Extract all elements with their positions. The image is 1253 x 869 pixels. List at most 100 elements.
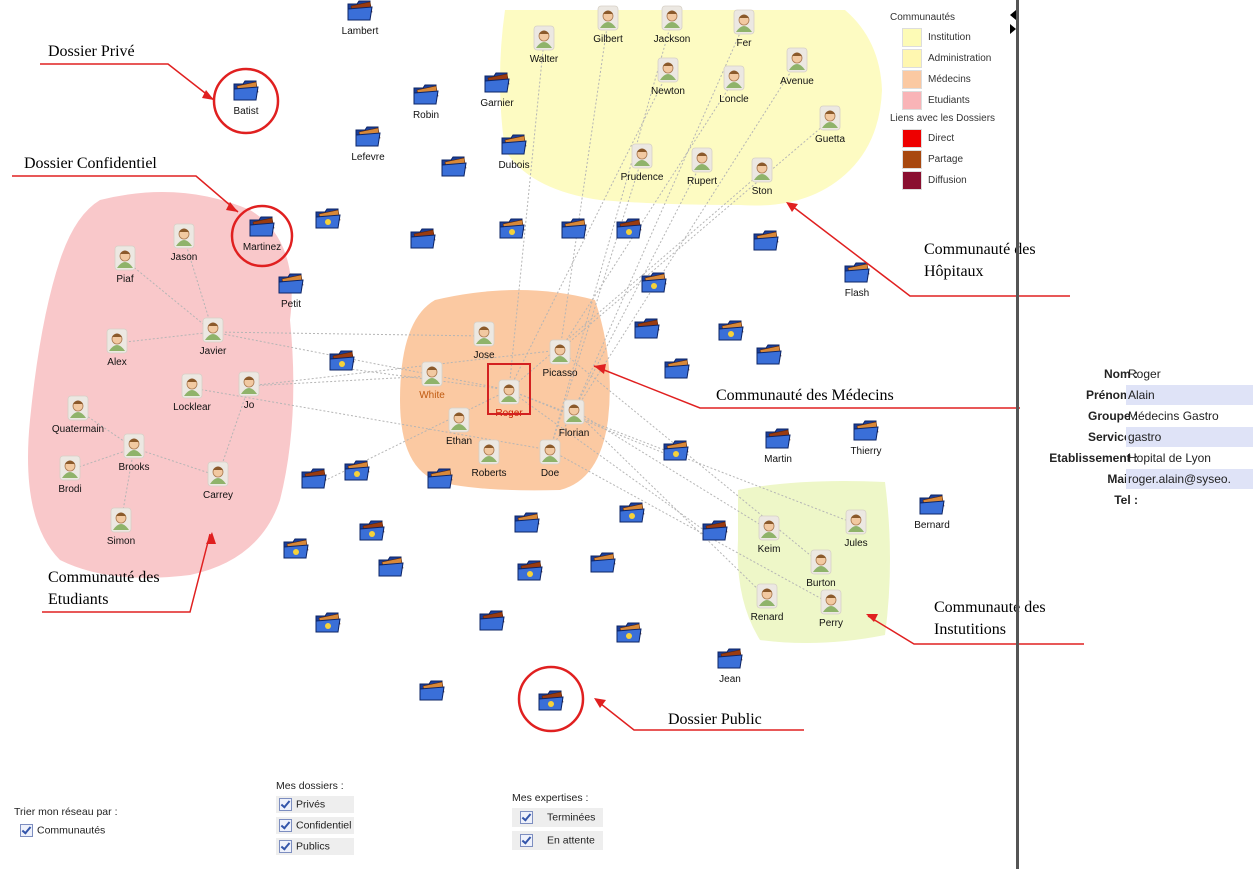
folder-node[interactable] bbox=[514, 512, 540, 533]
person-rupert[interactable]: Rupert bbox=[687, 147, 717, 187]
folder-node[interactable] bbox=[702, 520, 728, 541]
person-picasso[interactable]: Picasso bbox=[542, 339, 578, 379]
person-gilbert[interactable]: Gilbert bbox=[593, 5, 623, 45]
person-renard[interactable]: Renard bbox=[751, 583, 784, 623]
folder-node[interactable] bbox=[561, 218, 587, 239]
prives-checkbox[interactable]: Privés bbox=[276, 796, 355, 813]
folder-node[interactable] bbox=[410, 228, 436, 249]
folder-node[interactable] bbox=[538, 690, 564, 711]
collapse-right-icon[interactable] bbox=[1010, 24, 1016, 34]
en-attente-checkbox[interactable]: En attente bbox=[512, 831, 604, 850]
publics-checkbox[interactable]: Publics bbox=[276, 838, 355, 855]
folder-node[interactable] bbox=[641, 272, 667, 293]
person-javier[interactable]: Javier bbox=[200, 317, 227, 357]
person-keim[interactable]: Keim bbox=[758, 515, 781, 555]
person-simon[interactable]: Simon bbox=[107, 507, 135, 547]
folder-label: Batist bbox=[233, 106, 258, 117]
person-jason[interactable]: Jason bbox=[171, 223, 198, 263]
person-jose[interactable]: Jose bbox=[473, 321, 495, 361]
folder-node[interactable] bbox=[419, 680, 445, 701]
person-avenue[interactable]: Avenue bbox=[780, 47, 814, 87]
folder-node[interactable] bbox=[427, 468, 453, 489]
person-loncle[interactable]: Loncle bbox=[719, 65, 749, 105]
folder-node[interactable] bbox=[718, 320, 744, 341]
folder-node[interactable] bbox=[663, 440, 689, 461]
collapse-left-icon[interactable] bbox=[1010, 10, 1016, 20]
folder-node[interactable] bbox=[634, 318, 660, 339]
person-fer[interactable]: Fer bbox=[733, 9, 755, 49]
person-carrey[interactable]: Carrey bbox=[203, 461, 233, 501]
person-walter[interactable]: Walter bbox=[530, 25, 559, 65]
person-ethan[interactable]: Ethan bbox=[446, 407, 472, 447]
panel-splitter[interactable] bbox=[1016, 0, 1019, 869]
folder-node[interactable] bbox=[359, 520, 385, 541]
folder-batist[interactable]: Batist bbox=[233, 80, 259, 117]
checkbox-checked-icon[interactable] bbox=[520, 834, 533, 847]
person-newton[interactable]: Newton bbox=[651, 57, 685, 97]
folder-garnier[interactable]: Garnier bbox=[480, 72, 514, 109]
folder-node[interactable] bbox=[619, 502, 645, 523]
folder-jean[interactable]: Jean bbox=[717, 648, 743, 685]
person-locklear[interactable]: Locklear bbox=[173, 373, 212, 413]
legend-swatch bbox=[902, 171, 922, 190]
person-white[interactable]: White bbox=[419, 361, 445, 401]
folder-node[interactable] bbox=[756, 344, 782, 365]
folder-node[interactable] bbox=[378, 556, 404, 577]
person-piaf[interactable]: Piaf bbox=[114, 245, 136, 285]
folder-node[interactable] bbox=[441, 156, 467, 177]
folder-node[interactable] bbox=[315, 208, 341, 229]
person-alex[interactable]: Alex bbox=[106, 328, 128, 368]
person-guetta[interactable]: Guetta bbox=[815, 105, 845, 145]
avatar-hair-icon bbox=[816, 554, 826, 558]
person-jackson[interactable]: Jackson bbox=[654, 5, 691, 45]
folder-lefevre[interactable]: Lefevre bbox=[351, 126, 385, 163]
person-prudence[interactable]: Prudence bbox=[621, 143, 664, 183]
person-doe[interactable]: Doe bbox=[539, 439, 561, 479]
person-jo[interactable]: Jo bbox=[238, 371, 260, 411]
folder-node[interactable] bbox=[301, 468, 327, 489]
folder-lambert[interactable]: Lambert bbox=[342, 0, 379, 37]
checkbox-checked-icon[interactable] bbox=[279, 819, 292, 832]
folder-node[interactable] bbox=[344, 460, 370, 481]
folder-front-icon bbox=[347, 6, 373, 21]
folder-node[interactable] bbox=[517, 560, 543, 581]
checkbox-checked-icon[interactable] bbox=[20, 824, 33, 837]
folder-node[interactable] bbox=[616, 218, 642, 239]
folder-node[interactable] bbox=[283, 538, 309, 559]
folder-node[interactable] bbox=[590, 552, 616, 573]
person-perry[interactable]: Perry bbox=[819, 589, 843, 629]
folder-robin[interactable]: Robin bbox=[413, 84, 439, 121]
person-brooks[interactable]: Brooks bbox=[118, 433, 150, 473]
folder-bernard[interactable]: Bernard bbox=[914, 494, 950, 531]
person-roberts[interactable]: Roberts bbox=[471, 439, 507, 479]
person-quatermain[interactable]: Quatermain bbox=[52, 395, 104, 435]
folder-node[interactable] bbox=[753, 230, 779, 251]
checkbox-checked-icon[interactable] bbox=[520, 811, 533, 824]
annotation-etudiants-line1: Communauté des bbox=[48, 569, 160, 586]
folder-flash[interactable]: Flash bbox=[844, 262, 870, 299]
folder-node[interactable] bbox=[329, 350, 355, 371]
folder-node[interactable] bbox=[315, 612, 341, 633]
person-jules[interactable]: Jules bbox=[844, 509, 868, 549]
person-florian[interactable]: Florian bbox=[559, 399, 590, 439]
checkbox-checked-icon[interactable] bbox=[279, 798, 292, 811]
person-brodi[interactable]: Brodi bbox=[58, 455, 82, 495]
folder-martinez[interactable]: Martinez bbox=[243, 216, 281, 253]
person-ston[interactable]: Ston bbox=[751, 157, 773, 197]
confidentiel-checkbox[interactable]: Confidentiel bbox=[276, 817, 355, 834]
folder-dubois[interactable]: Dubois bbox=[498, 134, 530, 171]
folder-node[interactable] bbox=[616, 622, 642, 643]
folder-thierry[interactable]: Thierry bbox=[850, 420, 882, 457]
checkbox-checked-icon[interactable] bbox=[279, 840, 292, 853]
person-burton[interactable]: Burton bbox=[806, 549, 836, 589]
folder-node[interactable] bbox=[664, 358, 690, 379]
profile-row-etablissement: Etablissement :Hopital de Lyon bbox=[1020, 448, 1253, 468]
folder-node[interactable] bbox=[479, 610, 505, 631]
terminees-checkbox[interactable]: Terminées bbox=[512, 808, 604, 827]
person-label: Jo bbox=[244, 400, 255, 411]
folder-node[interactable] bbox=[499, 218, 525, 239]
sort-communautes-checkbox[interactable]: Communautés bbox=[14, 824, 117, 837]
folder-petit[interactable]: Petit bbox=[278, 273, 304, 310]
avatar-hair-icon bbox=[73, 400, 83, 404]
folder-martin[interactable]: Martin bbox=[764, 428, 792, 465]
